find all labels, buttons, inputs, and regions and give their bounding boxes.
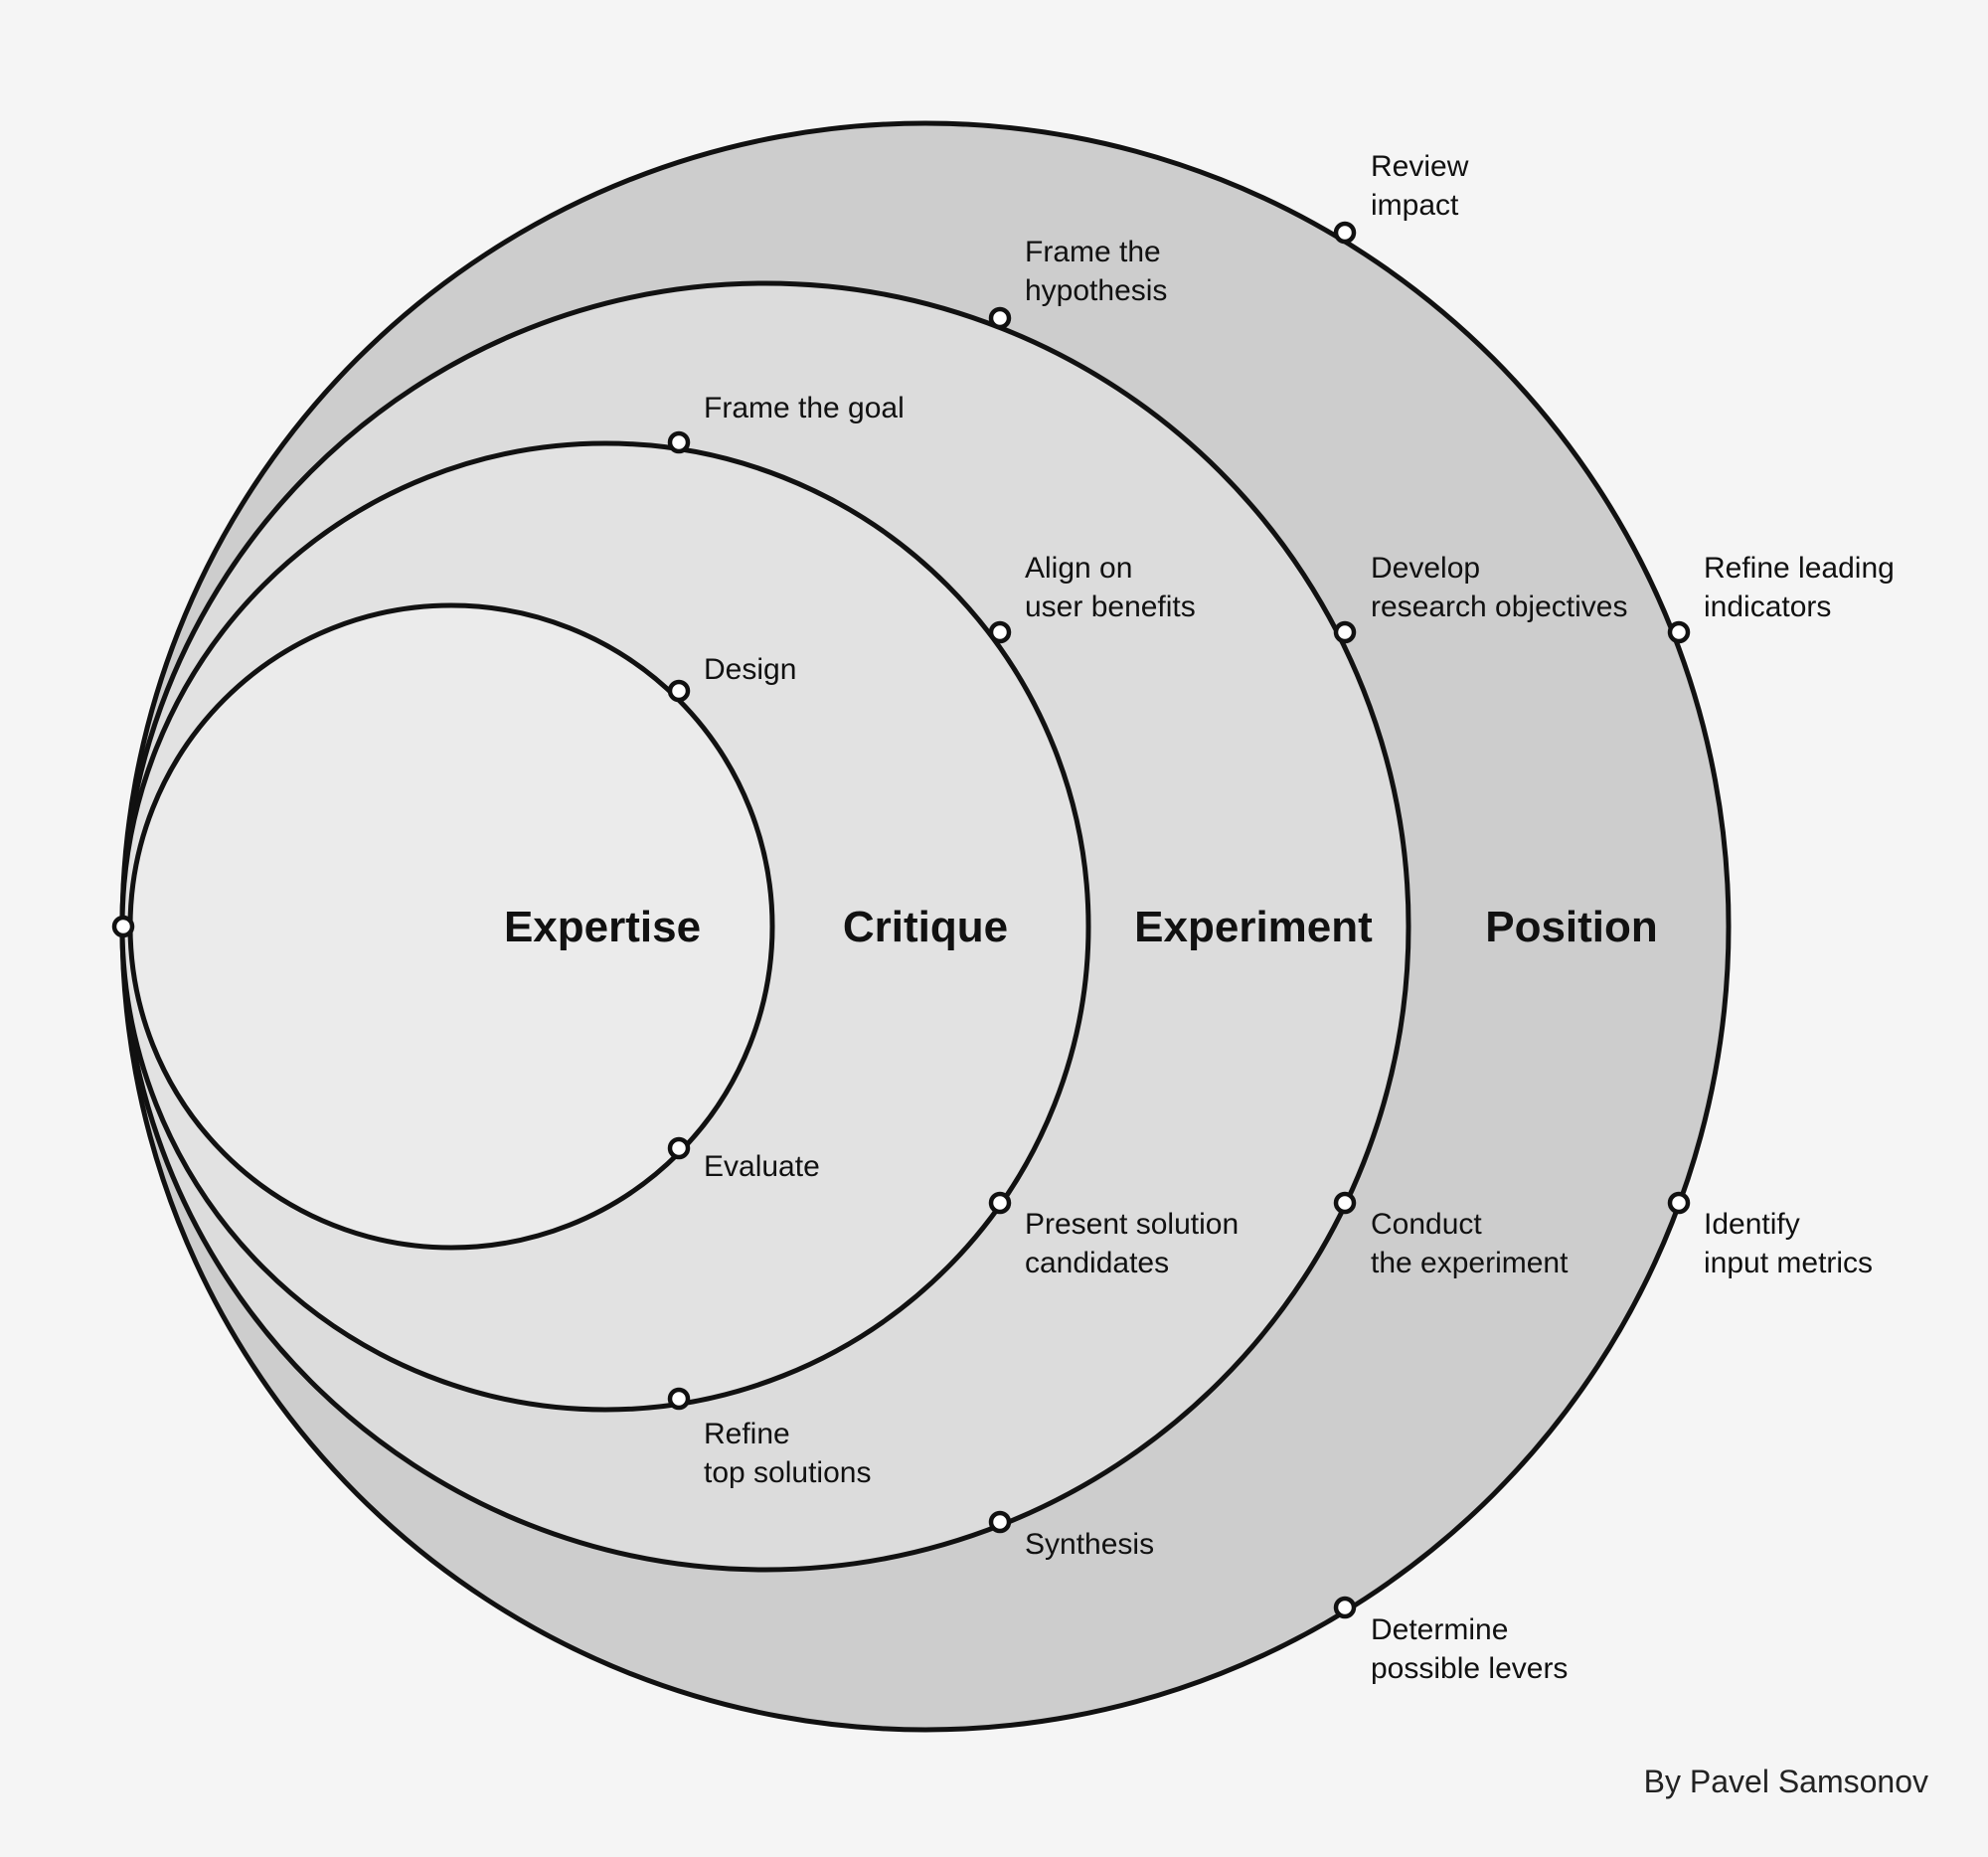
- step-label: Refine top solutions: [704, 1418, 871, 1489]
- step-evaluate: Evaluate: [667, 1136, 820, 1183]
- step-label-line: Develop: [1371, 552, 1480, 585]
- step-label-line: candidates: [1025, 1247, 1169, 1279]
- step-node: [988, 1510, 1012, 1534]
- step-label-line: Design: [704, 653, 796, 686]
- critique-ring-label: Critique: [843, 903, 1008, 951]
- step-label: Frame the hypothesis: [1025, 236, 1169, 307]
- step-review-impact: Review impact: [1333, 150, 1477, 245]
- step-label: Review impact: [1371, 150, 1477, 222]
- step-label: Conduct the experiment: [1371, 1208, 1569, 1279]
- step-label-line: Refine: [704, 1418, 790, 1450]
- step-label: Synthesis: [1025, 1528, 1154, 1561]
- step-node: [1667, 620, 1691, 644]
- step-label-line: impact: [1371, 189, 1459, 222]
- step-conduct-the-experiment: Conduct the experiment: [1333, 1191, 1569, 1279]
- step-node: [1333, 221, 1357, 245]
- step-node: [667, 679, 691, 703]
- author-credit: By Pavel Samsonov: [1644, 1764, 1928, 1799]
- step-frame-the-hypothesis: Frame the hypothesis: [988, 236, 1169, 330]
- origin-node: [111, 915, 135, 938]
- step-label-line: hypothesis: [1025, 274, 1167, 307]
- step-label-line: Align on: [1025, 552, 1132, 585]
- position-ring-label: Position: [1485, 903, 1658, 951]
- step-label-line: top solutions: [704, 1456, 871, 1489]
- step-label-line: input metrics: [1704, 1247, 1873, 1279]
- step-label-line: Review: [1371, 150, 1469, 183]
- step-node: [1333, 1191, 1357, 1215]
- step-label-line: Conduct: [1371, 1208, 1482, 1241]
- step-node: [667, 430, 691, 454]
- step-node: [667, 1387, 691, 1411]
- step-node: [988, 306, 1012, 330]
- step-label: Identify input metrics: [1704, 1208, 1873, 1279]
- step-label-line: Frame the: [1025, 236, 1161, 268]
- step-node: [1333, 620, 1357, 644]
- step-label-line: indicators: [1704, 591, 1831, 623]
- step-label: Develop research objectives: [1371, 552, 1627, 623]
- step-label: Refine leading indicators: [1704, 552, 1903, 623]
- step-design: Design: [667, 653, 796, 703]
- step-label: Design: [704, 653, 796, 686]
- step-label-line: Frame the goal: [704, 392, 905, 424]
- step-node: [1333, 1596, 1357, 1619]
- step-label-line: Determine: [1371, 1613, 1508, 1646]
- step-label: Determine possible levers: [1371, 1613, 1568, 1685]
- step-frame-the-goal: Frame the goal: [667, 392, 905, 454]
- step-node: [988, 620, 1012, 644]
- step-synthesis: Synthesis: [988, 1510, 1154, 1561]
- step-label-line: Evaluate: [704, 1150, 820, 1183]
- step-align-on-user-benefits: Align on user benefits: [988, 552, 1196, 644]
- step-node: [988, 1191, 1012, 1215]
- step-label-line: Refine leading: [1704, 552, 1895, 585]
- step-label-line: Present solution: [1025, 1208, 1239, 1241]
- step-present-solution-candidates: Present solution candidates: [988, 1191, 1246, 1279]
- step-refine-top-solutions: Refine top solutions: [667, 1387, 871, 1489]
- step-label-line: user benefits: [1025, 591, 1196, 623]
- step-develop-research-objectives: Develop research objectives: [1333, 552, 1627, 644]
- step-label-line: possible levers: [1371, 1652, 1568, 1685]
- step-label: Present solution candidates: [1025, 1208, 1246, 1279]
- step-label: Align on user benefits: [1025, 552, 1196, 623]
- experiment-ring-label: Experiment: [1134, 903, 1373, 951]
- step-label: Frame the goal: [704, 392, 905, 424]
- step-label-line: Synthesis: [1025, 1528, 1154, 1561]
- step-refine-leading-indicators: Refine leading indicators: [1667, 552, 1903, 644]
- step-label-line: the experiment: [1371, 1247, 1569, 1279]
- step-node: [667, 1136, 691, 1160]
- step-label-line: research objectives: [1371, 591, 1627, 623]
- step-node: [1667, 1191, 1691, 1215]
- step-label: Evaluate: [704, 1150, 820, 1183]
- expertise-ring-label: Expertise: [504, 903, 701, 951]
- step-identify-input-metrics: Identify input metrics: [1667, 1191, 1873, 1279]
- step-label-line: Identify: [1704, 1208, 1800, 1241]
- step-determine-possible-levers: Determine possible levers: [1333, 1596, 1568, 1685]
